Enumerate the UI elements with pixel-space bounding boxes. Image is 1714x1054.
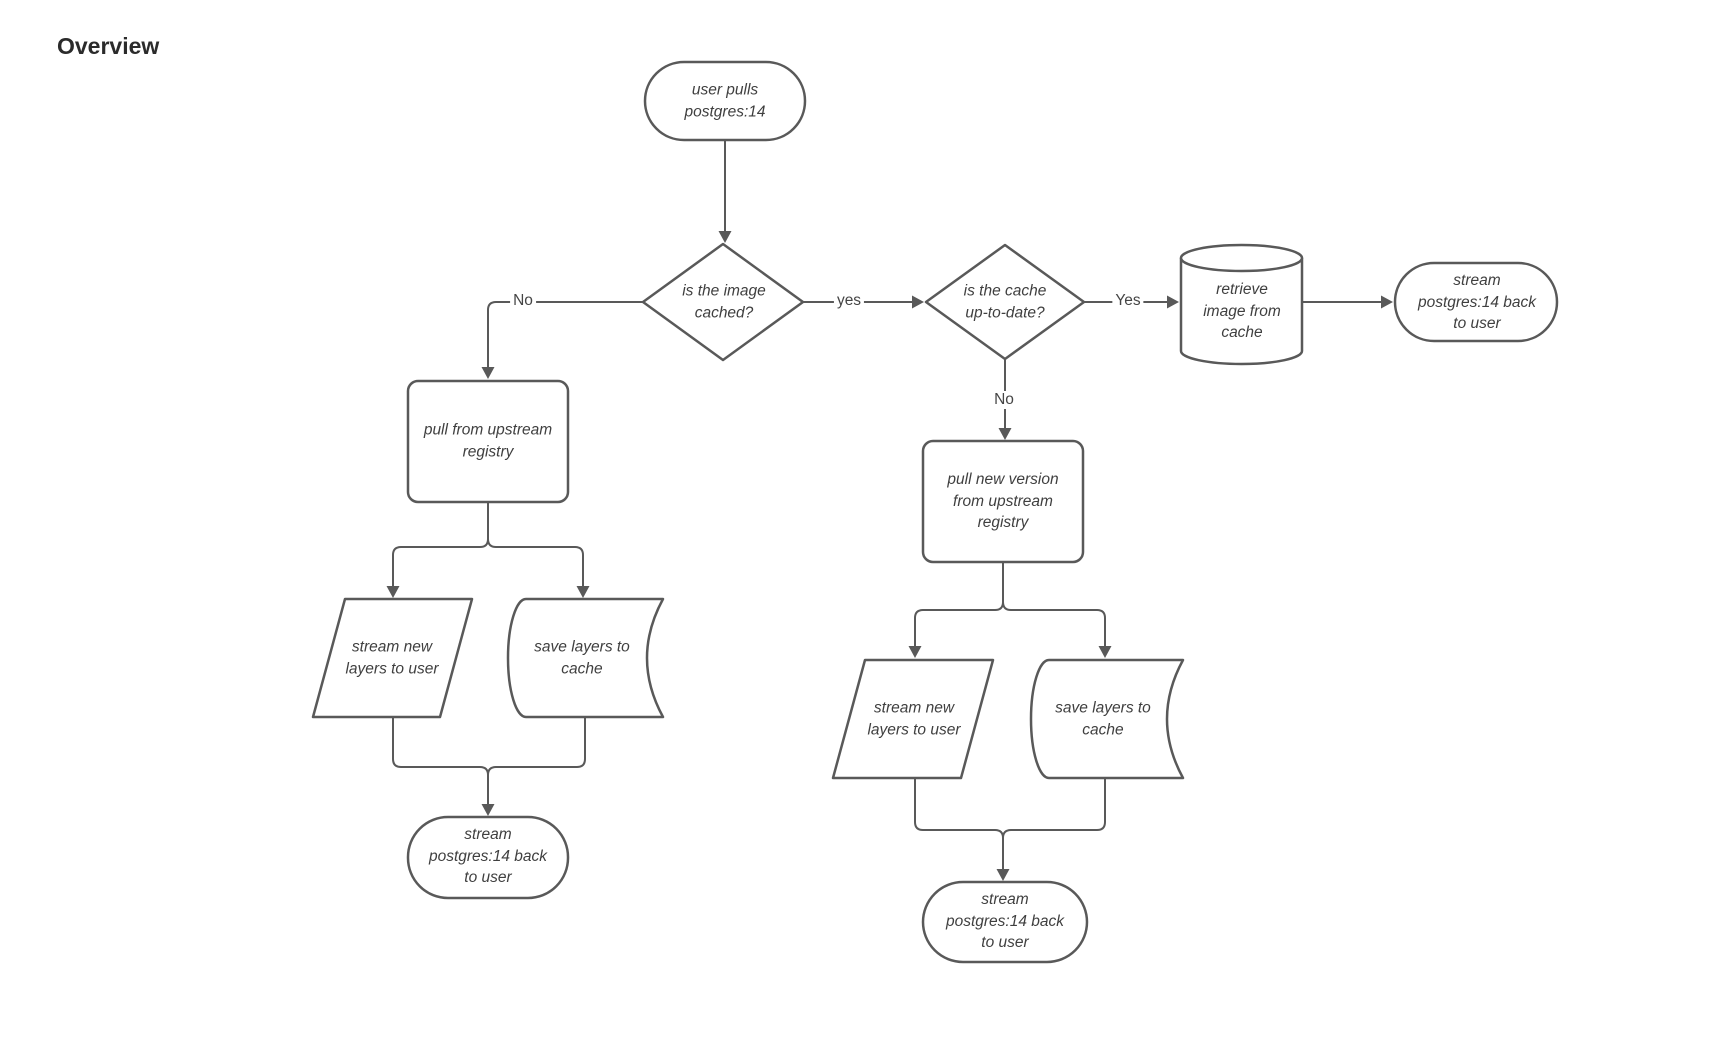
- connector-merge-mid-a: [914, 778, 1004, 869]
- terminator-start: [643, 60, 807, 142]
- arrowhead-icon: [386, 586, 400, 598]
- process-pull-from-upstream: [406, 379, 570, 504]
- parallelogram-stream-new-layers-left: [311, 597, 474, 719]
- arrowhead-icon: [1167, 295, 1179, 309]
- database-retrieve-from-cache-body: [1179, 258, 1304, 366]
- edge-label-no-cache-fresh: No: [991, 391, 1017, 409]
- connector-merge-left-a: [392, 717, 489, 804]
- terminator-stream-back-left: [406, 815, 570, 900]
- arrowhead-icon: [576, 586, 590, 598]
- connector-rect2-split-left: [914, 562, 1004, 646]
- connector-decision1-no: [487, 301, 643, 367]
- arrowhead-icon: [912, 295, 924, 309]
- arrowhead-icon: [996, 869, 1010, 881]
- edge-label-no-image-cached: No: [510, 292, 536, 310]
- stored-data-save-layers-mid: [1029, 658, 1185, 780]
- arrowheads: [386, 231, 1393, 881]
- terminator-stream-back-bottom: [921, 880, 1089, 964]
- arrowhead-icon: [1381, 295, 1393, 309]
- arrowhead-icon: [908, 646, 922, 658]
- database-retrieve-from-cache-top: [1179, 243, 1304, 273]
- arrowhead-icon: [481, 367, 495, 379]
- connector-merge-left-b: [487, 717, 586, 776]
- connector-merge-mid-b: [1002, 778, 1106, 839]
- arrowhead-icon: [718, 231, 732, 243]
- decision-cache-up-to-date: [924, 243, 1086, 361]
- terminator-stream-back-right: [1393, 261, 1559, 343]
- arrowhead-icon: [998, 428, 1012, 440]
- arrowhead-icon: [1098, 646, 1112, 658]
- stored-data-save-layers-left: [506, 597, 665, 719]
- connector-rect1-split-left: [392, 502, 489, 586]
- arrowhead-icon: [481, 804, 495, 816]
- connector-rect1-split-right: [487, 502, 584, 586]
- edge-label-yes-image-cached: yes: [833, 292, 865, 310]
- connector-rect2-split-right: [1002, 562, 1106, 646]
- process-pull-new-version: [921, 439, 1085, 564]
- edge-label-yes-cache-fresh: Yes: [1112, 292, 1144, 310]
- decision-image-cached: [641, 242, 805, 362]
- parallelogram-stream-new-layers-mid: [831, 658, 995, 780]
- shapes: [311, 60, 1559, 964]
- page-title: Overview: [57, 33, 160, 59]
